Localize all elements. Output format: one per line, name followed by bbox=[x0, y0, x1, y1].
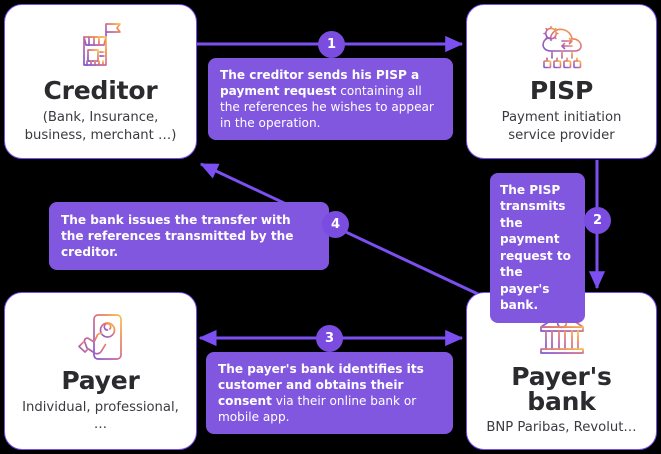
actor-subtitle: Payment initiation service provider bbox=[501, 110, 622, 143]
step-badge-4: 4 bbox=[322, 211, 349, 238]
step-label-2: The PISP transmits the payment request t… bbox=[490, 173, 585, 323]
actor-card-payer[interactable]: Payer Individual, professional, … bbox=[4, 292, 197, 450]
cloud-gear-exchange-icon bbox=[531, 19, 593, 75]
step-text-rest: containing all the references he wishes … bbox=[220, 84, 434, 131]
actor-subtitle: Individual, professional, … bbox=[22, 399, 179, 432]
actor-title: Payer bbox=[61, 365, 140, 395]
hand-tapping-smartphone-icon bbox=[70, 309, 132, 365]
actor-title: Creditor bbox=[43, 76, 158, 106]
step-text-bold: The PISP transmits the payment request t… bbox=[500, 183, 571, 313]
actor-title: PISP bbox=[529, 76, 594, 106]
step-text-bold: The payer's bank identifies its customer… bbox=[218, 362, 424, 409]
actor-card-creditor[interactable]: Creditor (Bank, Insurance, business, mer… bbox=[4, 4, 197, 159]
step-label-4: The bank issues the transfer with the re… bbox=[49, 202, 329, 271]
storefront-icon bbox=[70, 19, 132, 75]
step-text-bold: The bank issues the transfer with the re… bbox=[61, 213, 294, 260]
step-badge-2: 2 bbox=[584, 207, 611, 234]
actor-title: Payer's bank bbox=[511, 361, 612, 416]
actor-subtitle: (Bank, Insurance, business, merchant …) bbox=[24, 110, 177, 143]
step-badge-3: 3 bbox=[316, 325, 343, 352]
step-text-rest: via their online bank or mobile app. bbox=[218, 394, 417, 425]
step-text-bold: The creditor sends his PISP a payment re… bbox=[220, 68, 420, 99]
step-label-1: The creditor sends his PISP a payment re… bbox=[208, 58, 453, 141]
actor-subtitle: BNP Paribas, Revolut… bbox=[486, 419, 637, 435]
step-label-3: The payer's bank identifies its customer… bbox=[206, 352, 453, 435]
actor-card-pisp[interactable]: PISP Payment initiation service provider bbox=[466, 4, 657, 159]
step-badge-1: 1 bbox=[318, 31, 345, 58]
